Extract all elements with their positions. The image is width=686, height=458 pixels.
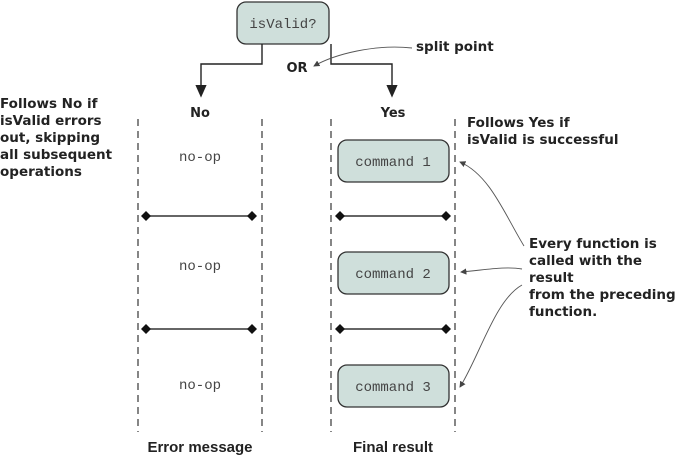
diamond-marker	[247, 324, 257, 334]
command-node-2: command 2	[337, 251, 450, 295]
error-message-label: Error message	[147, 439, 252, 456]
diamond-marker	[247, 211, 257, 221]
no-op-step-1: no-op	[179, 150, 221, 166]
no-branch-label: No	[190, 106, 210, 121]
no-branch-arrow	[195, 44, 263, 98]
chain-pointer-3	[459, 284, 523, 388]
yes-branch-arrow	[330, 44, 398, 98]
diamond-marker	[441, 211, 451, 221]
diamond-marker	[441, 324, 451, 334]
final-result-label: Final result	[353, 439, 433, 456]
command-box	[337, 364, 450, 408]
command-node-1: command 1	[337, 139, 450, 183]
no-op-step-2: no-op	[179, 259, 221, 275]
diamond-marker	[141, 324, 151, 334]
command-box	[337, 251, 450, 295]
chain-pointer-2	[460, 267, 523, 275]
split-point-pointer	[313, 46, 413, 67]
no-branch-annotation: Follows No if isValid errors out, skippi…	[0, 96, 113, 180]
diamond-marker	[335, 324, 345, 334]
yes-branch-annotation: Follows Yes if isValid is successful	[467, 115, 619, 148]
step-separators	[141, 211, 451, 334]
diamond-marker	[335, 211, 345, 221]
decision-label: isValid?	[249, 17, 316, 33]
command-label: command 3	[355, 380, 431, 396]
decision-box	[236, 1, 330, 45]
or-label: OR	[286, 61, 307, 76]
chain-pointer-1	[459, 161, 525, 247]
decision-node: isValid?	[236, 1, 330, 45]
command-label: command 1	[355, 155, 431, 171]
split-point-label: split point	[416, 39, 494, 55]
command-node-3: command 3	[337, 364, 450, 408]
command-box	[337, 139, 450, 183]
command-label: command 2	[355, 267, 431, 283]
yes-branch-label: Yes	[380, 106, 406, 121]
chain-annotation: Every function is called with the result…	[529, 236, 676, 320]
diamond-marker	[141, 211, 151, 221]
no-op-step-3: no-op	[179, 378, 221, 394]
